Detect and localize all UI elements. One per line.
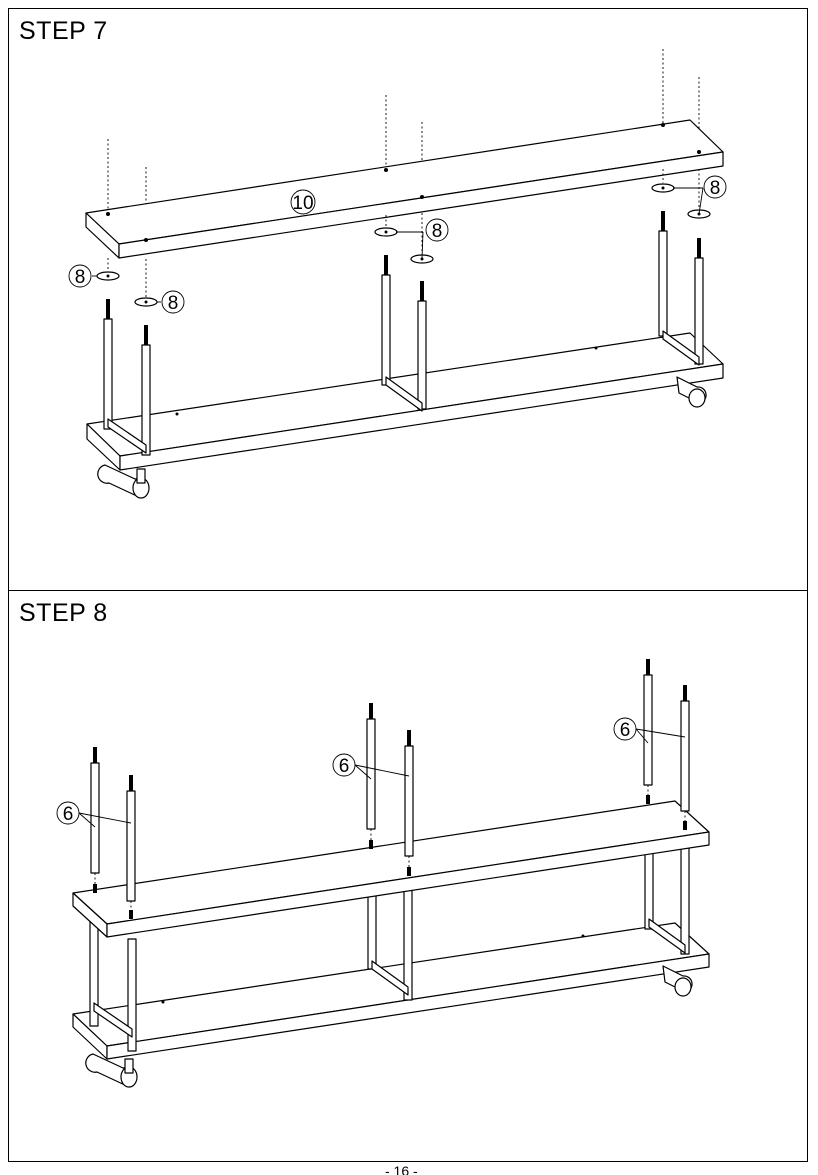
callout-washer: 8 [432, 221, 443, 242]
callout-washer: 8 [168, 293, 179, 314]
callout-post: 6 [63, 804, 74, 825]
step-title: STEP 7 [19, 17, 108, 45]
bottom-shelf [86, 332, 724, 471]
callout-washer: 8 [75, 267, 86, 288]
callout-washer: 8 [710, 178, 721, 199]
feet [85, 965, 693, 1088]
page-number: - 16 - [385, 1163, 418, 1175]
step-8-diagram: 6 6 6 [56, 659, 710, 1088]
step-title: STEP 8 [19, 599, 108, 627]
upper-posts [90, 659, 690, 919]
middle-shelf [72, 800, 710, 938]
callout-post: 6 [339, 756, 350, 777]
lower-shelf [72, 922, 710, 1060]
top-shelf-board [85, 119, 724, 259]
callout-board: 10 [292, 193, 313, 214]
step-8-panel: STEP 8 [8, 590, 808, 1162]
callout-post: 6 [620, 720, 631, 741]
step-7-diagram: 10 8 8 8 8 [68, 49, 727, 499]
feet [97, 376, 707, 499]
step-7-panel: STEP 7 [8, 8, 808, 591]
washers [96, 183, 711, 307]
posts [103, 211, 704, 456]
lower-posts [89, 846, 690, 1052]
